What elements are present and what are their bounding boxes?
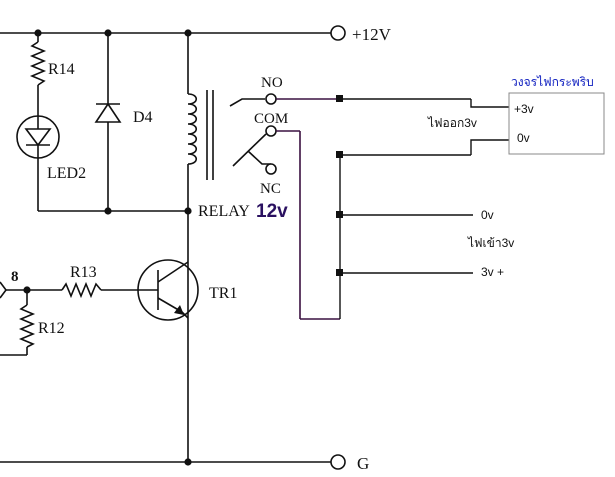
ground-junction <box>184 458 192 466</box>
relay-label: RELAY <box>198 203 250 220</box>
wire-node-no <box>336 95 343 102</box>
input-pin-label: 8 <box>11 269 19 285</box>
nc-label: NC <box>260 181 281 197</box>
r12-label: R12 <box>38 320 65 337</box>
led2-label: LED2 <box>47 165 86 182</box>
tr1-emitter-arrow <box>174 305 184 315</box>
no-label: NO <box>261 75 283 91</box>
relay-coil <box>187 33 214 462</box>
d4-top-junction <box>104 29 112 37</box>
relay-contacts <box>229 93 277 175</box>
flasher-zero-label: 0v <box>517 131 530 145</box>
wire-node-plus <box>336 269 343 276</box>
flasher-circuit-box <box>508 92 605 155</box>
tr1-label: TR1 <box>209 285 237 302</box>
r13-label: R13 <box>70 264 97 281</box>
rail-plus-label: 3v + <box>481 265 504 279</box>
d4-label: D4 <box>133 109 153 126</box>
com-label: COM <box>254 111 288 127</box>
ground-rail <box>0 454 346 470</box>
r14-junction <box>34 29 42 37</box>
base-network <box>0 281 158 356</box>
vcc-label: +12V <box>352 25 392 44</box>
led2-symbol <box>16 115 60 159</box>
base-junction <box>23 286 31 294</box>
rail-zero-label: 0v <box>481 208 494 222</box>
r14-label: R14 <box>48 61 75 78</box>
flasher-plus-label: +3v <box>514 102 534 116</box>
coil-bottom-junction <box>184 207 192 215</box>
wire-node-com <box>336 151 343 158</box>
purple-wiring <box>276 98 340 320</box>
r14-led2-branch <box>29 33 188 212</box>
wire-node-zero <box>336 211 343 218</box>
relay-voltage-label: 12v <box>256 201 288 222</box>
power-out-label: ไฟออก3v <box>427 116 477 130</box>
vcc-rail <box>0 25 346 41</box>
d4-bottom-junction <box>104 207 112 215</box>
flasher-circuit-title: วงจรไฟกระพริบ <box>511 75 594 89</box>
power-in-label: ไฟเข้า3v <box>467 236 514 250</box>
coil-top-junction <box>184 29 192 37</box>
output-wiring <box>339 98 509 319</box>
ground-label: G <box>357 454 369 473</box>
d4-branch <box>94 33 122 211</box>
